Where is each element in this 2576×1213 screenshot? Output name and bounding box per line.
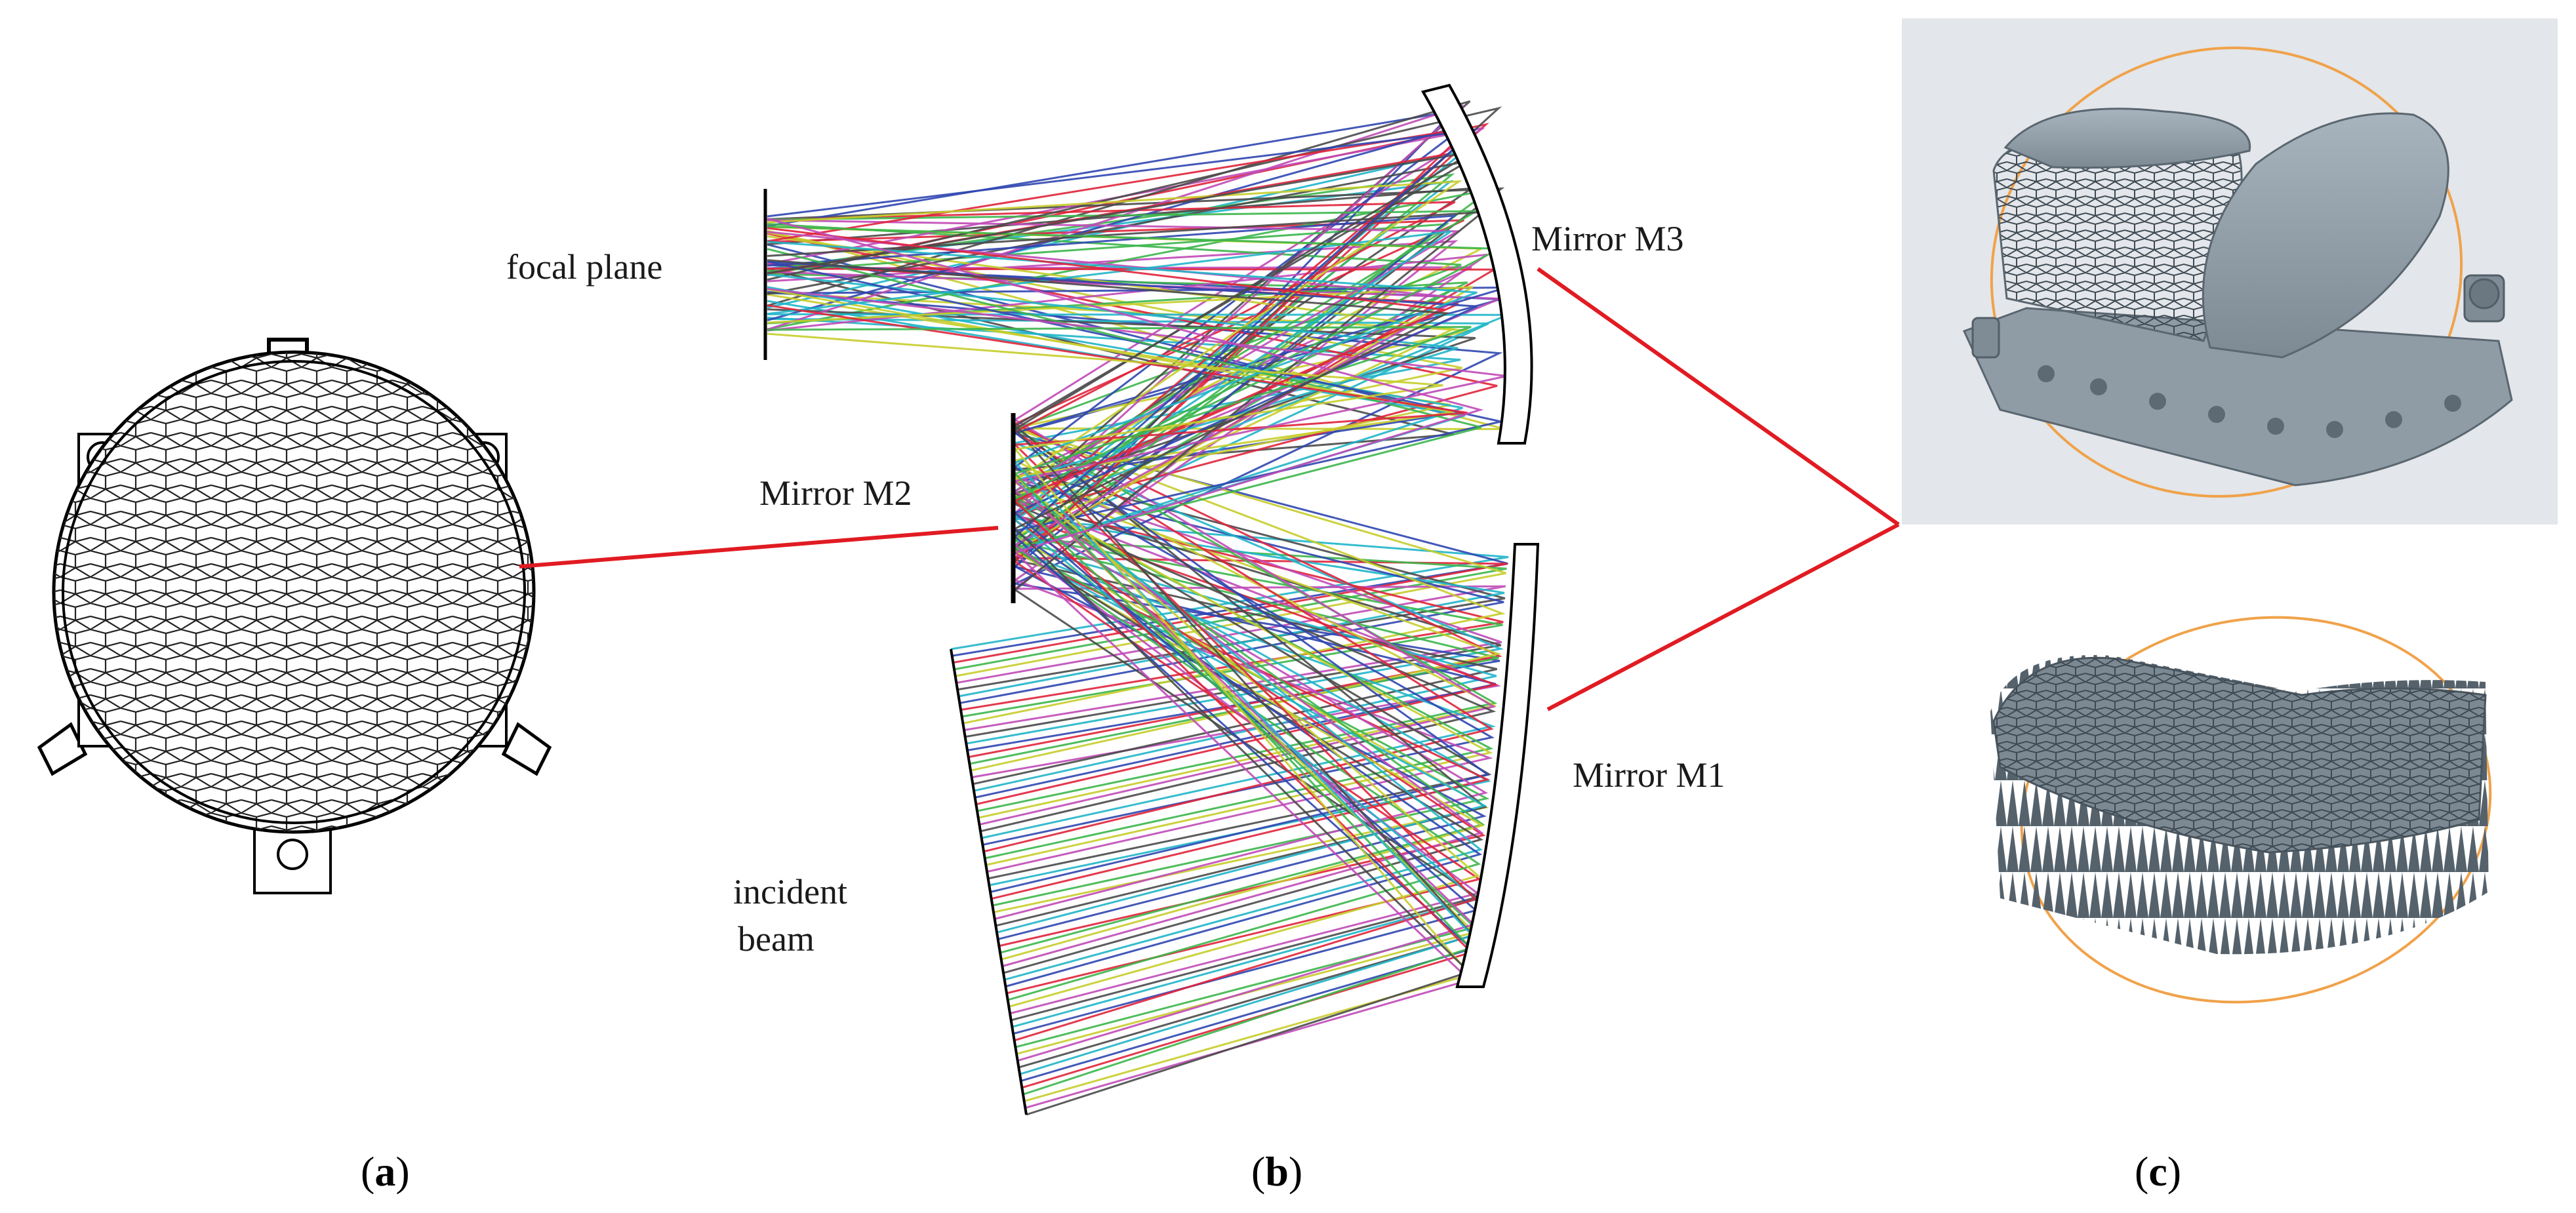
caption-c: (c)	[2135, 1148, 2181, 1195]
caption-b: (b)	[1251, 1148, 1302, 1195]
incident-beam-aperture	[950, 648, 1028, 1115]
assembly-base	[1962, 307, 2513, 487]
mount-tab-right	[501, 722, 552, 776]
mirror-m1-shape	[1455, 543, 1540, 988]
panel-a-mirror-drawing	[37, 338, 552, 894]
caption-a: (a)	[361, 1148, 410, 1195]
mirror-surface-right	[2202, 112, 2449, 359]
connector-m3-to-c	[1537, 267, 1900, 527]
cad-render-honeycomb-core	[1990, 616, 2492, 1004]
panel-b-ray-diagram: focal plane Mirror M3 Mirror M2 Mirror M…	[506, 83, 1725, 1116]
label-incident-beam-line1: incident	[733, 872, 847, 911]
cad-render-mirror-assembly	[1902, 18, 2558, 525]
label-focal-plane: focal plane	[506, 247, 662, 287]
label-mirror-m1: Mirror M1	[1573, 755, 1725, 795]
bolt-hole	[277, 839, 308, 870]
mirror-rim	[62, 360, 526, 824]
light-ray	[767, 229, 1506, 677]
ray-bundle	[767, 100, 1509, 1116]
label-mirror-m3: Mirror M3	[1531, 219, 1683, 258]
label-mirror-m2: Mirror M2	[759, 473, 912, 513]
connector-a-to-m2	[519, 526, 999, 568]
cell-pattern	[1994, 658, 2485, 852]
lightweight-cells	[54, 352, 534, 832]
mirror-m3-shape	[1420, 83, 1533, 445]
label-incident-beam-line2: beam	[738, 919, 815, 959]
mirror-surface-left	[2003, 108, 2251, 169]
connector-m1-to-c	[1546, 523, 1900, 711]
panel-c-cad-renders	[1902, 18, 2558, 1004]
